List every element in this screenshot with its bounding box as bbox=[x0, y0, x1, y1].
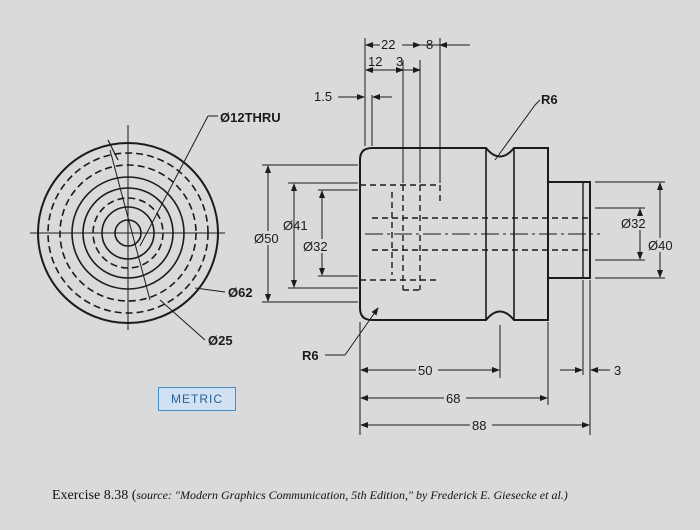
circle-41 bbox=[82, 187, 174, 279]
caption-paren: ( bbox=[128, 488, 137, 503]
dia-41-label: Ø41 bbox=[283, 218, 308, 233]
outer-circle bbox=[37, 142, 219, 324]
hidden-circle-outer bbox=[47, 152, 209, 314]
dia25-leader bbox=[159, 299, 206, 341]
dim-22: 22 bbox=[381, 37, 395, 52]
caption-source-text: "Modern Graphics Communication, 5th Edit… bbox=[171, 488, 568, 502]
leader-arrow-top bbox=[107, 139, 119, 161]
dia-40-label: Ø40 bbox=[648, 238, 673, 253]
circle-25 bbox=[101, 206, 155, 260]
hole-leader bbox=[139, 115, 209, 247]
len-88-label: 88 bbox=[472, 418, 486, 433]
hidden-circle-mid bbox=[59, 164, 197, 302]
dia-32-left-label: Ø32 bbox=[303, 239, 328, 254]
len-68-label: 68 bbox=[446, 391, 460, 406]
dim-8: 8 bbox=[426, 37, 433, 52]
hole-circle bbox=[114, 219, 142, 247]
hidden-lines bbox=[360, 184, 590, 291]
dia62-label: Ø62 bbox=[228, 285, 253, 300]
side-labels: 22 8 12 3 1.5 R6 Ø41 Ø50 Ø32 Ø32 Ø40 R6 … bbox=[254, 37, 682, 433]
dim-1-5: 1.5 bbox=[314, 89, 332, 104]
side-view bbox=[359, 147, 600, 321]
caption-source-word: source: bbox=[136, 488, 172, 502]
hub bbox=[547, 181, 591, 279]
front-view bbox=[30, 115, 226, 341]
radius-bottom: R6 bbox=[302, 348, 319, 363]
len-50-label: 50 bbox=[418, 363, 432, 378]
dim-3-top: 3 bbox=[396, 54, 403, 69]
dia-50-label: Ø50 bbox=[254, 231, 279, 246]
len-3-label: 3 bbox=[614, 363, 621, 378]
caption-main: Exercise 8.38 bbox=[52, 488, 129, 503]
hole-label: Ø12THRU bbox=[220, 110, 281, 125]
metric-badge: METRIC bbox=[158, 387, 236, 411]
dia-32-right-label: Ø32 bbox=[621, 216, 646, 231]
dia25-label: Ø25 bbox=[208, 333, 233, 348]
circle-50 bbox=[71, 176, 185, 290]
dia62-leader bbox=[194, 287, 226, 293]
diagonal-leader bbox=[109, 149, 151, 301]
dim-12: 12 bbox=[368, 54, 382, 69]
figure-caption: Exercise 8.38 (source: "Modern Graphics … bbox=[52, 488, 692, 504]
radius-top: R6 bbox=[541, 92, 558, 107]
hidden-circle-inner bbox=[92, 197, 164, 269]
